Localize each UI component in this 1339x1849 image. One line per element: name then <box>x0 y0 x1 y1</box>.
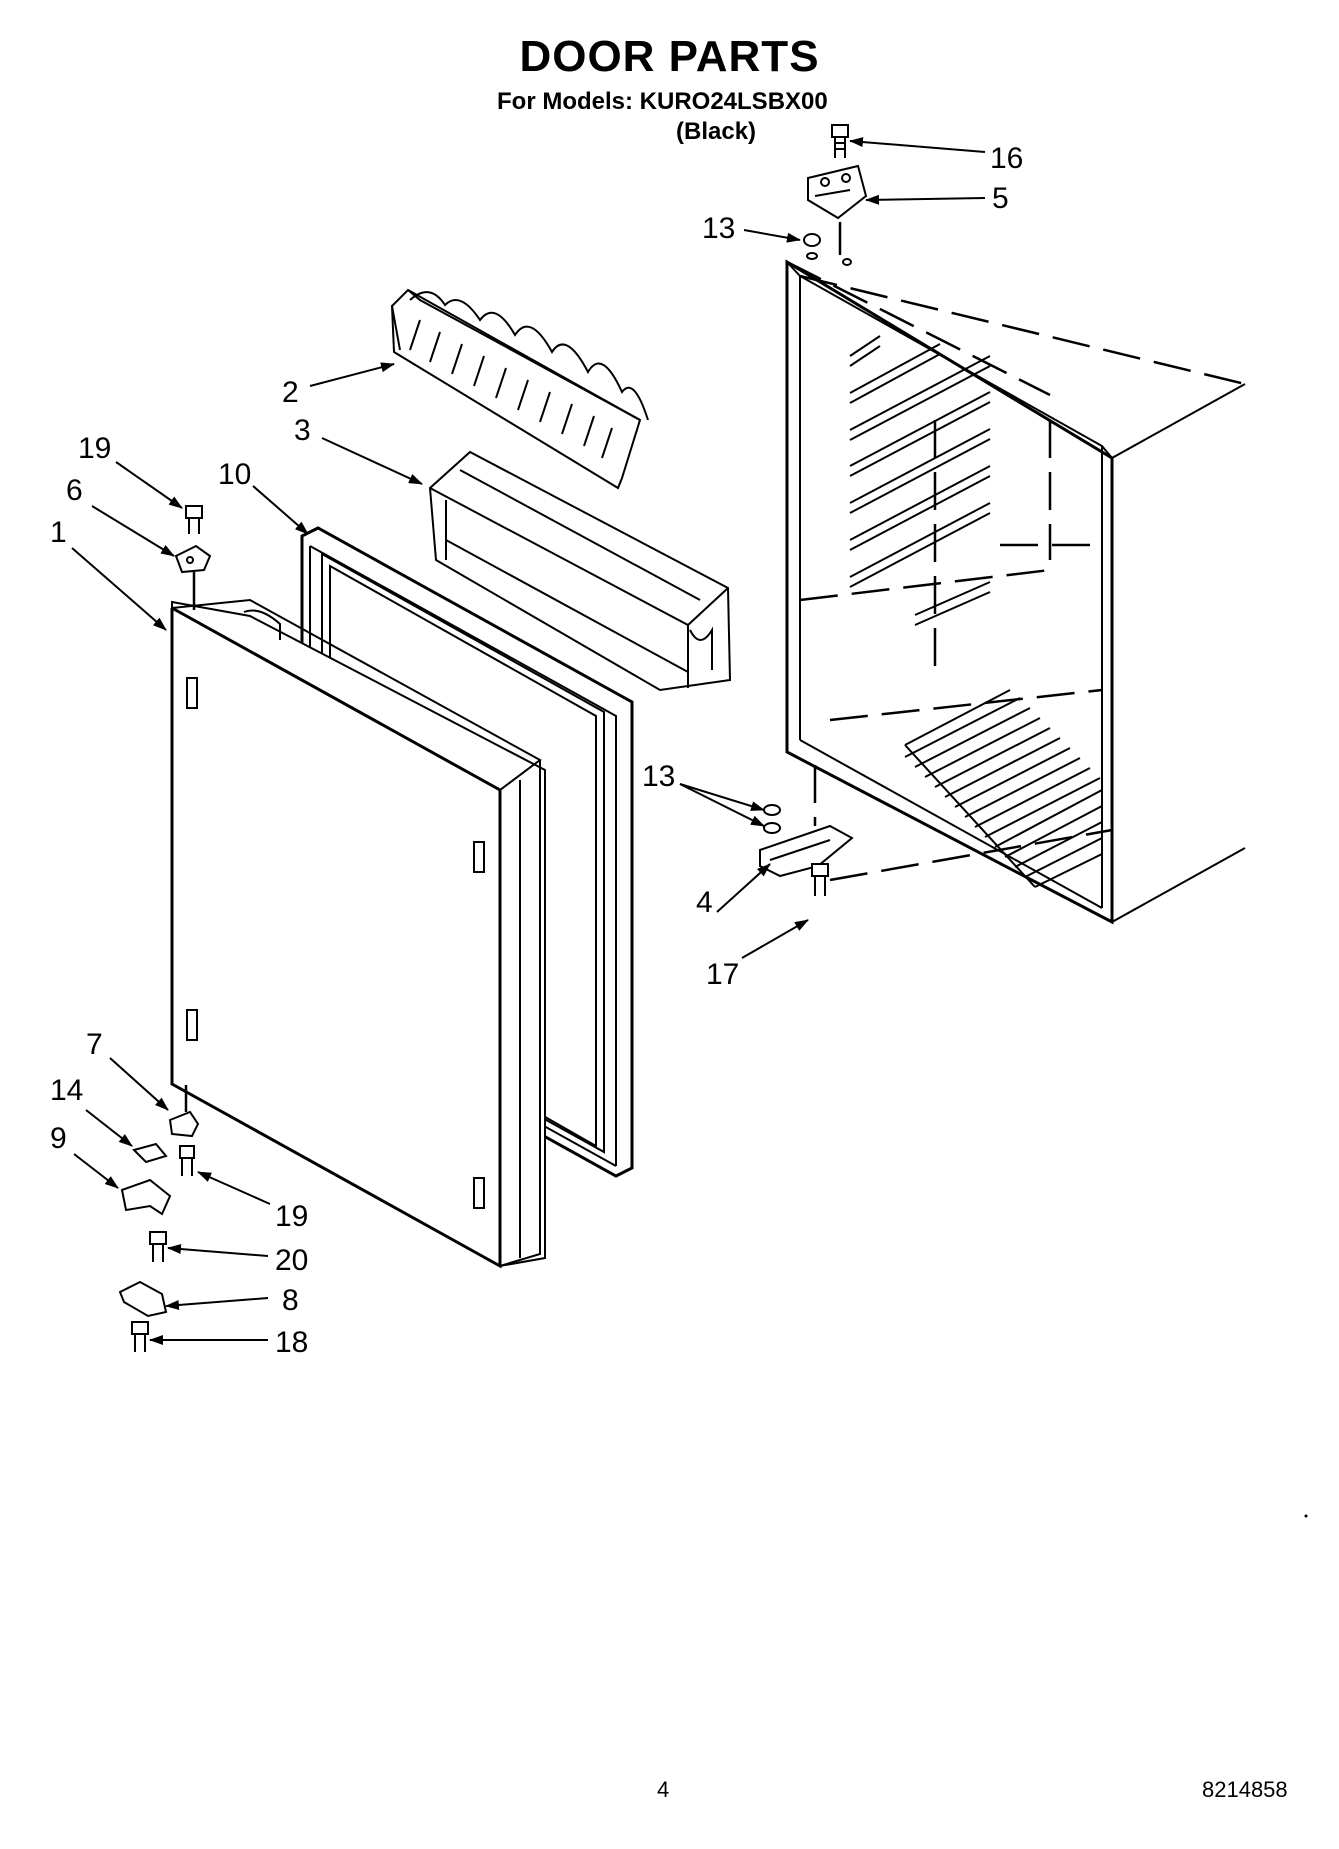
part-19-screw-top <box>185 505 203 534</box>
part-18-screw <box>131 1321 149 1352</box>
part-1-door <box>170 598 546 1269</box>
part-19-screw-bottom <box>179 1145 195 1176</box>
part-13-washer-top <box>803 222 852 266</box>
part-13-washers-bottom <box>763 804 781 834</box>
part-14-shim <box>132 1142 168 1164</box>
callout-19-bottom: 19 <box>275 1200 308 1233</box>
part-3-door-bin <box>428 450 732 692</box>
part-9-bottom-hinge <box>120 1178 172 1216</box>
callout-7: 7 <box>86 1028 103 1061</box>
callout-16: 16 <box>990 142 1023 175</box>
page-title: DOOR PARTS <box>519 32 820 81</box>
callout-1: 1 <box>50 516 67 549</box>
callout-2: 2 <box>282 376 299 409</box>
callout-13-top: 13 <box>702 212 735 245</box>
callout-8: 8 <box>282 1284 299 1317</box>
part-8-hinge-cover <box>118 1280 168 1318</box>
leader-arrows <box>71 137 986 1345</box>
callout-5: 5 <box>992 182 1009 215</box>
model-variant: (Black) <box>676 118 757 145</box>
callout-19-top: 19 <box>78 432 111 465</box>
callout-3: 3 <box>294 414 311 447</box>
cabinet-illustration <box>785 259 1246 925</box>
part-17-screw <box>811 863 829 896</box>
part-6-top-door-bracket <box>174 544 212 610</box>
part-4-bottom-cabinet-hinge <box>759 765 854 878</box>
callout-6: 6 <box>66 474 83 507</box>
callout-13-bottom: 13 <box>642 760 675 793</box>
callout-17: 17 <box>706 958 739 991</box>
part-16-screw <box>831 124 849 158</box>
callout-20: 20 <box>275 1244 308 1277</box>
part-2-bottle-rack <box>390 288 649 490</box>
part-7-bottom-door-bracket <box>168 1085 200 1138</box>
part-5-top-hinge <box>807 164 868 220</box>
models-line: For Models: KURO24LSBX00 <box>497 88 828 115</box>
callout-9: 9 <box>50 1122 67 1155</box>
callout-10: 10 <box>218 458 251 491</box>
stray-mark <box>1304 1514 1308 1518</box>
callout-4: 4 <box>696 886 713 919</box>
part-20-screw <box>149 1231 167 1262</box>
document-number: 8214858 <box>1202 1777 1288 1802</box>
callout-18: 18 <box>275 1326 308 1359</box>
page-number: 4 <box>657 1777 670 1802</box>
callout-14: 14 <box>50 1074 83 1107</box>
